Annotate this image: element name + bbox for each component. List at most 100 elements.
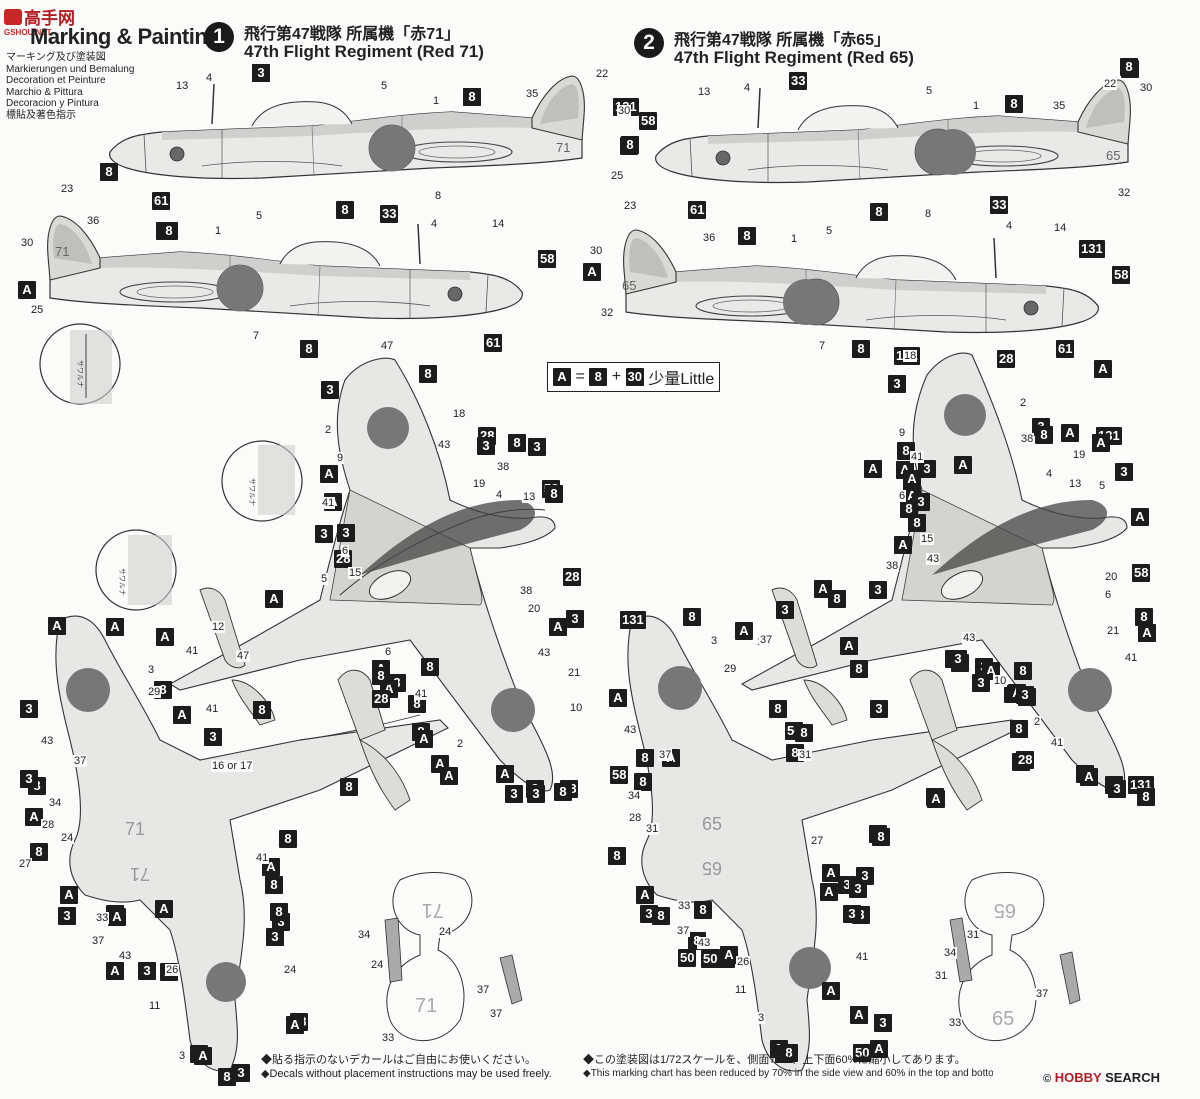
color-callout-box: A [822,982,840,1000]
part-callout-number: 21 [1106,625,1121,637]
color-callout-box: 8 [372,667,390,685]
color-callout-box: A [822,864,840,882]
part-callout-number: 5 [925,85,934,97]
color-callout-box: A [320,465,338,483]
part-callout-number: 41 [1050,737,1065,749]
color-callout-box: 8 [870,203,888,221]
color-callout-box: A [108,908,126,926]
color-callout-box: A [25,808,43,826]
color-callout-box: 8 [852,340,870,358]
detail-text-2: サワルナ [248,478,256,506]
part-callout-number: 30 [589,245,604,257]
part-callout-number: 2 [1019,397,1028,409]
part-callout-number: 31 [934,970,949,982]
part-callout-number: 41 [205,703,220,715]
part-callout-number: 23 [623,200,638,212]
color-callout-box: 8 [270,903,288,921]
note-right-jp: ◆この塗装図は1/72スケールを、側面70%、上下面60%に縮小してあります。 [583,1054,966,1066]
part-callout-number: 6 [384,646,393,658]
sheet-subtitles: マーキング及び塗装図 Markierungen und Bemalung Dec… [6,52,134,121]
detail-code-71-top: 71 [422,899,444,921]
part-callout-number: 24 [370,959,385,971]
color-callout-box: 3 [1115,463,1133,481]
color-callout-box: 3 [20,770,38,788]
part-callout-number: 19 [1072,449,1087,461]
color-callout-box: 58 [1112,266,1131,284]
part-callout-number: 3 [757,1012,766,1024]
part-callout-number: 20 [1104,571,1119,583]
color-callout-box: 28 [372,690,391,708]
part-callout-number: 1 [790,233,799,245]
part-callout-number: 16 or 17 [211,760,254,772]
part-callout-number: 38 [496,461,511,473]
color-callout-box: A [156,628,174,646]
part-callout-number: 43 [623,724,638,736]
part-callout-number: 4 [1045,468,1054,480]
detail-code-65-top: 65 [994,899,1016,921]
part-callout-number: 9 [336,452,345,464]
part-callout-number: 3 [178,1050,187,1062]
color-callout-box: 8 [636,749,654,767]
color-callout-box: A [1094,360,1112,378]
color-callout-box: 3 [843,905,861,923]
color-callout-box: 58 [1132,564,1151,582]
color-callout-box: 8 [554,783,572,801]
part-callout-number: 4 [743,82,752,94]
color-callout-box: A [840,637,858,655]
color-callout-box: A [927,790,945,808]
subtitle-ja: マーキング及び塗装図 [6,52,106,63]
color-callout-box: 8 [850,660,868,678]
part-callout-number: 37 [489,1008,504,1020]
part-callout-number: 32 [600,307,615,319]
color-callout-box: A [496,765,514,783]
legend-text: 少量Little [648,371,715,388]
part-callout-number: 37 [91,935,106,947]
color-callout-box: 8 [738,227,756,245]
part-callout-number: 30 [617,105,632,117]
color-callout-box: 8 [545,485,563,503]
part-callout-number: 30 [1139,82,1154,94]
color-callout-box: 8 [421,658,439,676]
part-callout-number: 35 [1052,100,1067,112]
color-callout-box: A [194,1047,212,1065]
part-callout-number: 43 [118,950,133,962]
detail-text-1: サワルナ [76,360,84,388]
part-callout-number: 9 [898,427,907,439]
color-callout-box: 3 [138,962,156,980]
part-callout-number: 29 [147,686,162,698]
color-callout-box: 3 [232,1064,250,1082]
color-callout-box: 8 [828,590,846,608]
part-callout-number: 23 [60,183,75,195]
legend-box-30: 30 [625,368,644,386]
part-callout-number: 24 [438,926,453,938]
color-callout-box: A [1061,424,1079,442]
tail-code-71: 71 [556,140,570,155]
color-callout-box: 8 [336,201,354,219]
part-callout-number: 41 [255,852,270,864]
part-callout-number: 14 [1053,222,1068,234]
part-callout-number: 27 [810,835,825,847]
part-callout-number: 24 [60,832,75,844]
color-callout-box: 8 [908,514,926,532]
subtitle-zh: 標貼及著色指示 [6,109,76,121]
color-callout-box: 28 [1016,751,1035,769]
part-callout-number: 13 [522,491,537,503]
color-callout-box: 131 [1079,240,1105,258]
color-callout-box: 3 [58,907,76,925]
part-callout-number: 33 [381,1032,396,1044]
part-callout-number: 3 [710,635,719,647]
color-callout-box: A [720,946,738,964]
color-callout-box: 3 [477,437,495,455]
part-callout-number: 34 [627,790,642,802]
color-callout-box: A [814,580,832,598]
color-callout-box: A [903,470,921,488]
sheet-title: Marking & Painting [30,24,221,49]
belly-code-71-rev: 71 [130,864,150,884]
color-callout-box: 8 [683,608,701,626]
color-callout-box: 8 [900,500,918,518]
color-callout-box: 8 [1120,58,1138,76]
color-callout-box: 3 [20,700,38,718]
part-callout-number: 41 [855,951,870,963]
color-callout-box: 3 [874,1014,892,1032]
